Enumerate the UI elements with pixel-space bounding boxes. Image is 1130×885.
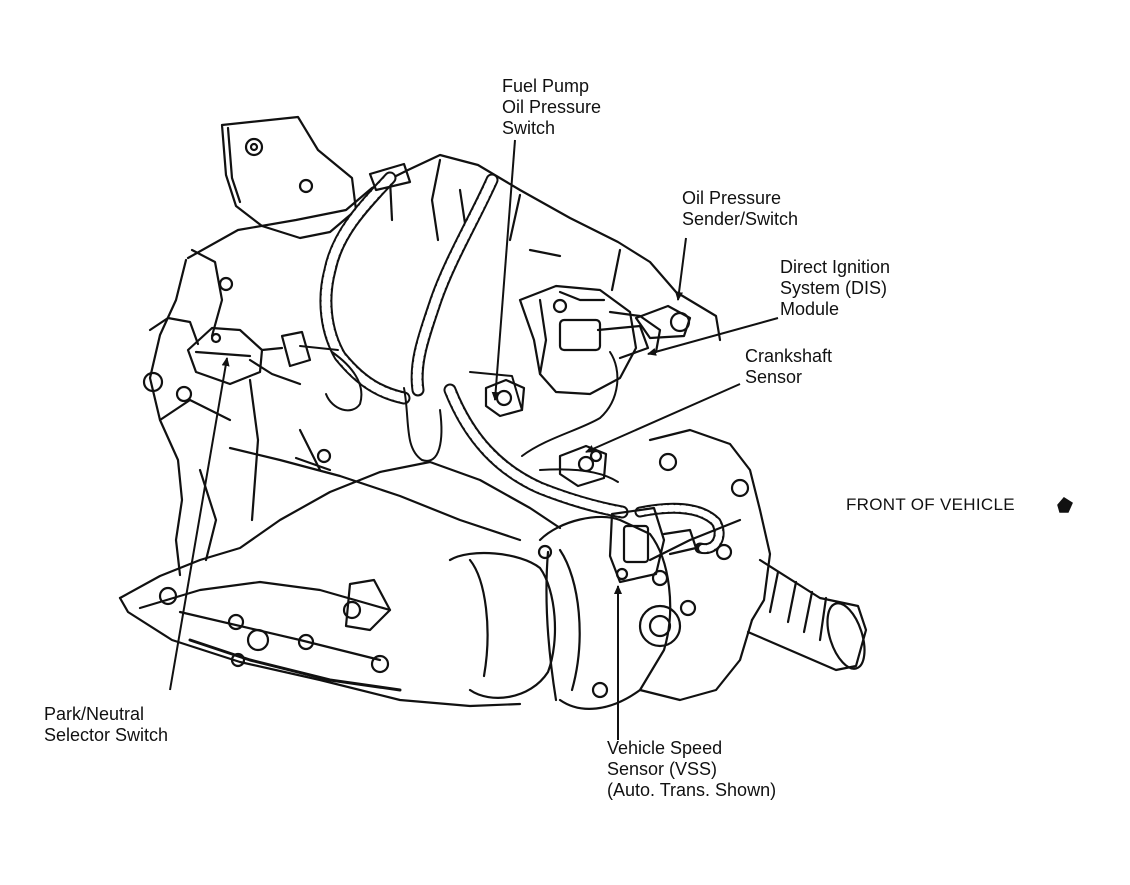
leader-fuel-pump [491, 139, 516, 401]
label-line: Oil Pressure [502, 97, 602, 117]
front-direction-icon [1057, 497, 1073, 513]
label-line: Sender/Switch [682, 209, 799, 229]
label-front-of-vehicle: FRONT OF VEHICLE [846, 495, 1015, 514]
label-dis-module: Direct Ignition System (DIS) Module [780, 257, 890, 320]
label-line: Module [780, 299, 840, 319]
oil-pressure-sender [634, 304, 692, 340]
label-oil-pressure-sender-switch: Oil Pressure Sender/Switch [682, 188, 798, 230]
label-crankshaft-sensor: Crankshaft Sensor [745, 346, 832, 388]
label-line: Direct Ignition [780, 257, 891, 277]
label-line: Oil Pressure [682, 188, 782, 208]
transmission-housing [118, 446, 562, 708]
park-neutral-switch [186, 326, 312, 386]
label-vehicle-speed-sensor: Vehicle Speed Sensor (VSS) (Auto. Trans.… [607, 738, 776, 801]
misc-fasteners [218, 162, 603, 464]
label-line: Sensor [745, 367, 803, 387]
leader-dis [647, 317, 779, 356]
leader-park-neutral [169, 357, 230, 691]
dis-module [518, 284, 662, 396]
label-line: Crankshaft [745, 346, 833, 366]
label-park-neutral-selector-switch: Park/Neutral Selector Switch [44, 704, 168, 746]
label-line: Park/Neutral [44, 704, 145, 724]
engine-bracket [220, 115, 358, 240]
label-line: (Auto. Trans. Shown) [607, 780, 777, 800]
transmission-case [448, 515, 672, 710]
label-line: Selector Switch [44, 725, 169, 745]
output-housing [591, 428, 868, 702]
vss-sensor [608, 506, 698, 584]
wiring-harness [299, 171, 725, 555]
label-line: System (DIS) [780, 278, 888, 298]
label-fuel-pump-oil-pressure-switch: Fuel Pump Oil Pressure Switch [502, 76, 601, 139]
label-line: Fuel Pump [502, 76, 590, 96]
label-line: Sensor (VSS) [607, 759, 718, 779]
label-line: Switch [502, 118, 556, 138]
label-line: Vehicle Speed [607, 738, 723, 758]
leader-crankshaft [585, 383, 741, 453]
leader-oil-sender [675, 237, 687, 301]
engine-block [142, 153, 722, 577]
